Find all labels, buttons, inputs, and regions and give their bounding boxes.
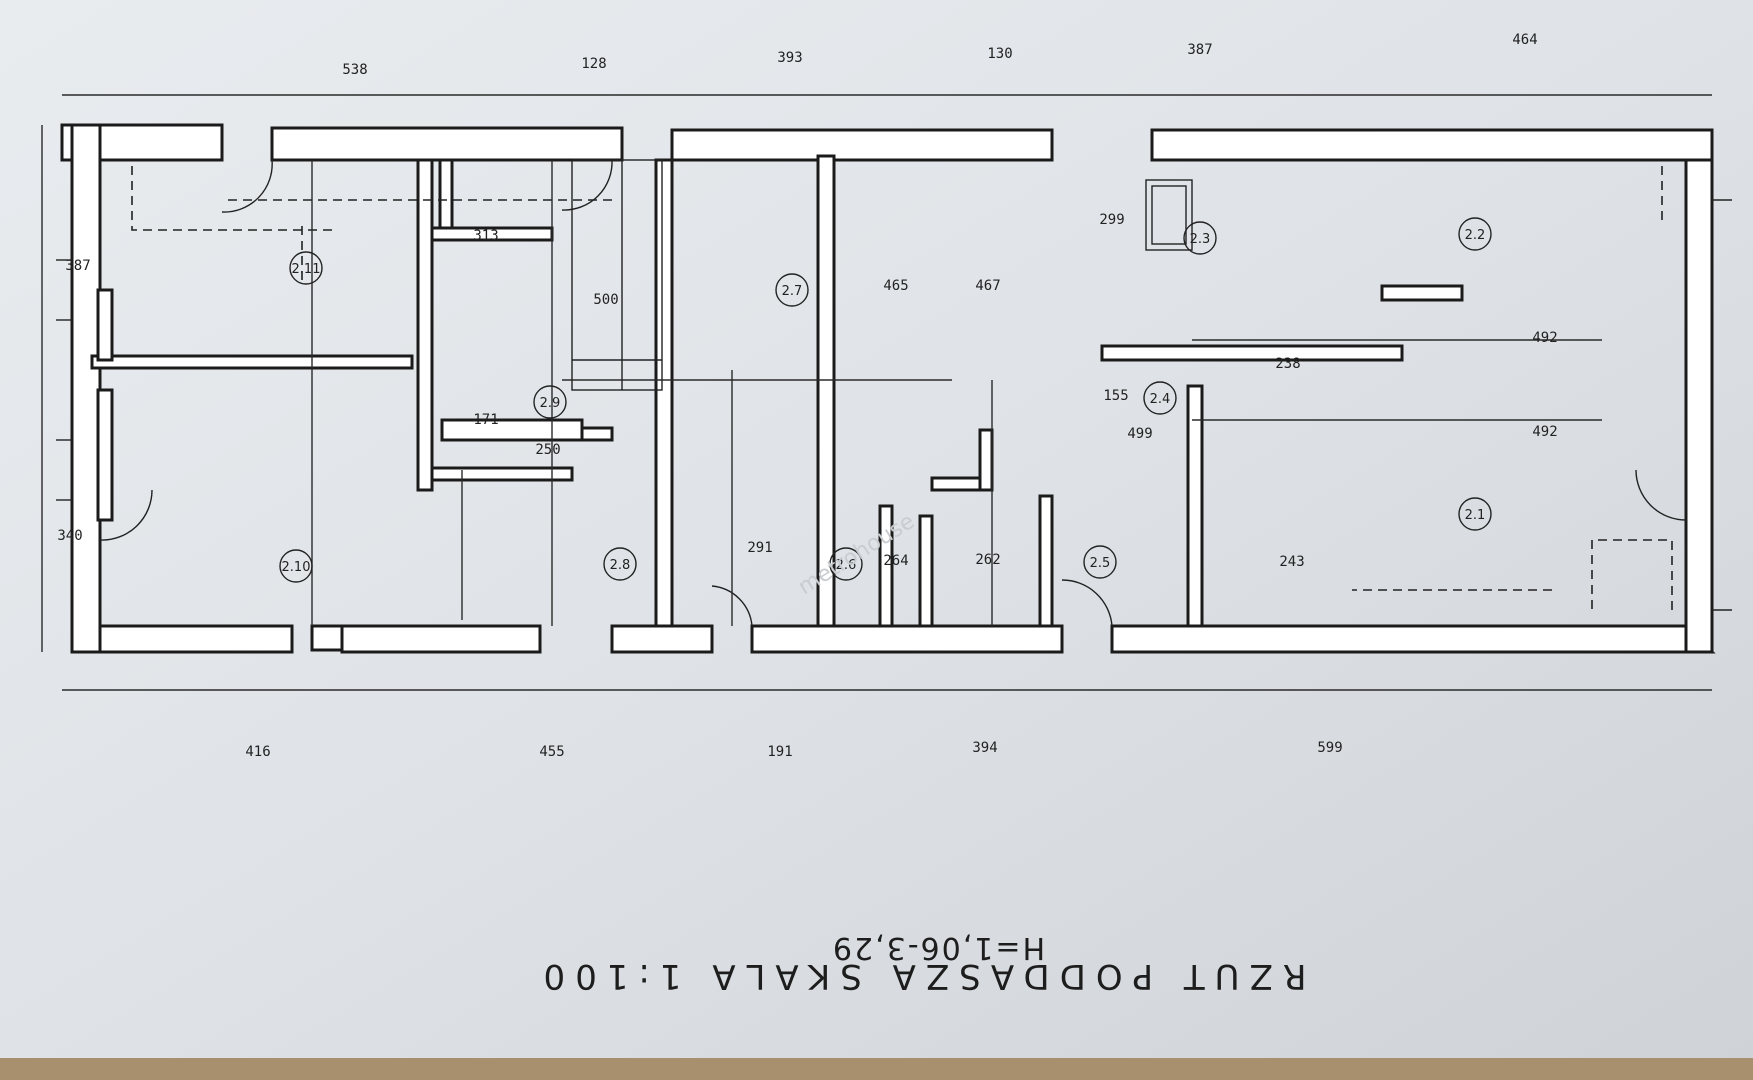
dim-interior-5: 465 — [883, 278, 908, 294]
dimension-labels: 538 128 393 130 387 464 416 455 191 394 … — [57, 32, 1557, 760]
room-2-8: 2.8 — [610, 558, 631, 573]
dim-interior-1: 313 — [473, 228, 498, 244]
room-2-5: 2.5 — [1090, 556, 1111, 571]
room-label: 2.8 — [603, 547, 637, 581]
dim-bottom-4: 394 — [972, 740, 997, 756]
dim-top-4: 130 — [987, 46, 1012, 62]
dim-interior-3: 250 — [535, 442, 560, 458]
room-label: 2.2 — [1458, 217, 1492, 251]
room-2-9: 2.9 — [540, 396, 561, 411]
height-block: H=1,06-3,29 — [831, 930, 1045, 965]
room-label: 2.11 — [289, 251, 323, 285]
dim-interior-16: 492 — [1532, 424, 1557, 440]
dim-interior-15: 492 — [1532, 330, 1557, 346]
room-2-2: 2.2 — [1465, 228, 1486, 243]
dim-top-5: 387 — [1187, 42, 1212, 58]
dim-bottom-5: 599 — [1317, 740, 1342, 756]
title-block: RZUT PODDASZA SKALA 1:100 — [534, 956, 1307, 996]
dim-interior-8: 467 — [975, 278, 1000, 294]
dimension-lines — [41, 94, 1712, 691]
room-2-7: 2.7 — [782, 284, 803, 299]
dim-bottom-2: 455 — [539, 744, 564, 760]
dim-bottom-3: 191 — [767, 744, 792, 760]
dim-interior-4: 500 — [593, 292, 618, 308]
dim-top-2: 128 — [581, 56, 606, 72]
room-2-4: 2.4 — [1150, 392, 1171, 407]
room-labels: 2.1 2.2 2.3 2.4 2.5 2.6 2.7 2.8 — [279, 217, 1492, 583]
dim-left-1: 387 — [65, 258, 90, 274]
room-label: 2.9 — [533, 385, 567, 419]
dim-interior-7: 291 — [747, 540, 772, 556]
dim-interior-6: 264 — [883, 553, 908, 569]
room-2-1: 2.1 — [1465, 508, 1486, 523]
dim-interior-11: 155 — [1103, 388, 1128, 404]
room-2-6: 2.6 — [836, 558, 857, 573]
dim-interior-14: 243 — [1279, 554, 1304, 570]
chimney — [1145, 179, 1193, 251]
room-label: 2.1 — [1458, 497, 1492, 531]
plan-drawing — [41, 94, 1732, 691]
room-label: 2.3 — [1183, 221, 1217, 255]
dim-top-3: 393 — [777, 50, 802, 66]
room-2-10: 2.10 — [282, 560, 311, 575]
interior-walls — [90, 154, 1464, 628]
dim-left-2: 340 — [57, 528, 82, 544]
knee-wall-outlines — [131, 160, 1673, 610]
dim-top-6: 464 — [1512, 32, 1537, 48]
room-label: 2.10 — [279, 549, 313, 583]
dim-interior-12: 499 — [1127, 426, 1152, 442]
dim-interior-9: 262 — [975, 552, 1000, 568]
room-2-11: 2.11 — [292, 262, 321, 277]
paper-background — [0, 0, 1753, 1058]
plan-title: RZUT PODDASZA SKALA 1:100 — [534, 956, 1307, 996]
table-edge — [0, 1058, 1753, 1080]
room-label: 2.7 — [775, 273, 809, 307]
dim-bottom-1: 416 — [245, 744, 270, 760]
windows — [56, 199, 1732, 611]
dim-interior-13: 238 — [1275, 356, 1300, 372]
staircase — [571, 159, 663, 391]
dim-interior-10: 299 — [1099, 212, 1124, 228]
door-swings — [99, 159, 1687, 627]
height-note: H=1,06-3,29 — [831, 930, 1045, 965]
room-label: 2.4 — [1143, 381, 1177, 415]
dim-top-1: 538 — [342, 62, 367, 78]
room-2-3: 2.3 — [1190, 232, 1211, 247]
room-label: 2.5 — [1083, 545, 1117, 579]
room-label: 2.6 — [829, 547, 863, 581]
dim-interior-2: 171 — [473, 412, 498, 428]
